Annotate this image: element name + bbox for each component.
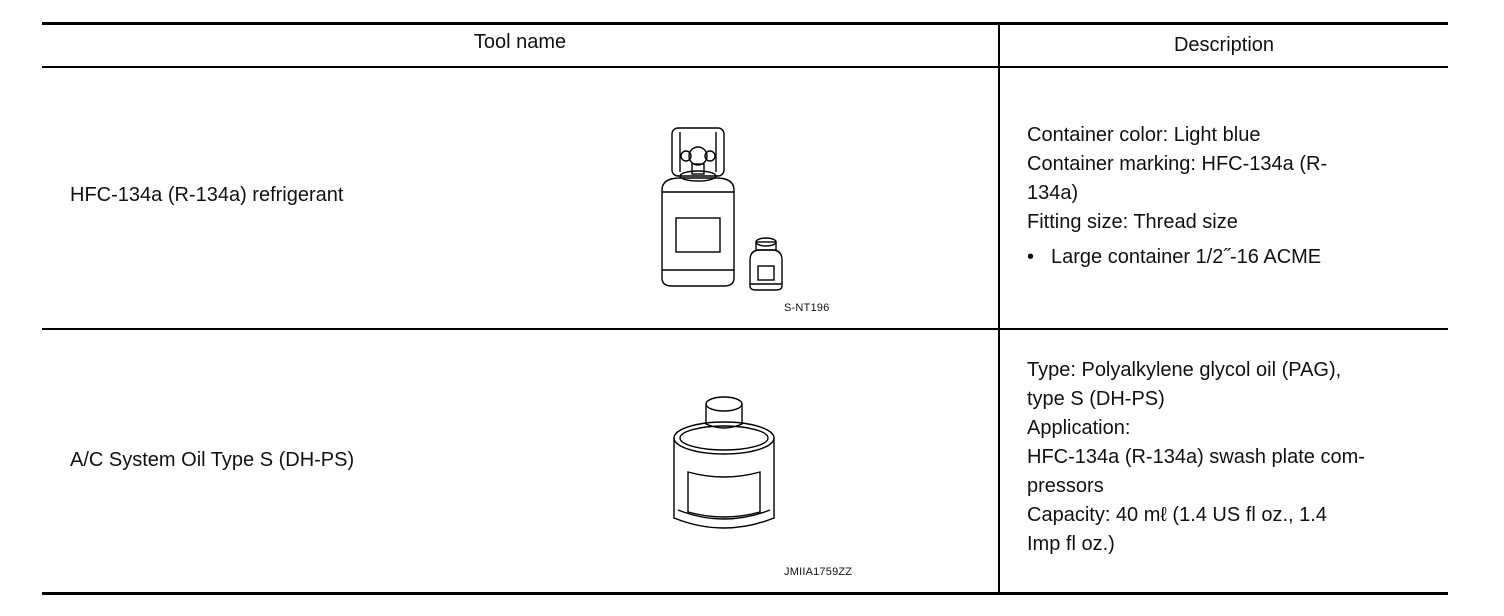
table-column-divider [998,22,1000,595]
row-2-description: Type: Polyalkylene glycol oil (PAG), typ… [1027,356,1437,559]
bullet-item: • Large container 1/2˝-16 ACME [1027,243,1437,272]
description-line: Application: [1027,417,1131,439]
oil-container-illustration [673,396,775,529]
header-description: Description [1173,34,1275,56]
table-row-divider [42,328,1448,330]
description-line: type S (DH-PS) [1027,388,1165,410]
table-header-rule [42,66,1448,68]
description-line: Capacity: 40 mℓ (1.4 US fl oz., 1.4 [1027,504,1327,526]
description-line: 134a) [1027,182,1079,204]
row-1-description: Container color: Light blue Container ma… [1027,121,1437,272]
description-line: Container color: Light blue [1027,124,1261,146]
row-2-tool-name: A/C System Oil Type S (DH-PS) [70,449,355,471]
bullet-text: Large container 1/2˝-16 ACME [1051,246,1322,268]
table-bottom-rule [42,592,1448,595]
description-line: Container marking: HFC-134a (R- [1027,153,1328,175]
description-line: Imp fl oz.) [1027,533,1115,555]
header-tool-name: Tool name [473,31,567,53]
refrigerant-container-illustration [661,127,783,291]
figure-code-jmiia1759zz: JMIIA1759ZZ [784,566,853,578]
description-line: pressors [1027,475,1104,497]
bullet-icon: • [1027,246,1035,268]
row-1-tool-name: HFC-134a (R-134a) refrigerant [70,184,344,206]
description-line: Fitting size: Thread size [1027,211,1238,233]
description-line: Type: Polyalkylene glycol oil (PAG), [1027,359,1342,381]
description-line: HFC-134a (R-134a) swash plate com- [1027,446,1365,468]
figure-code-s-nt196: S-NT196 [784,302,830,314]
table-top-rule [42,22,1448,25]
